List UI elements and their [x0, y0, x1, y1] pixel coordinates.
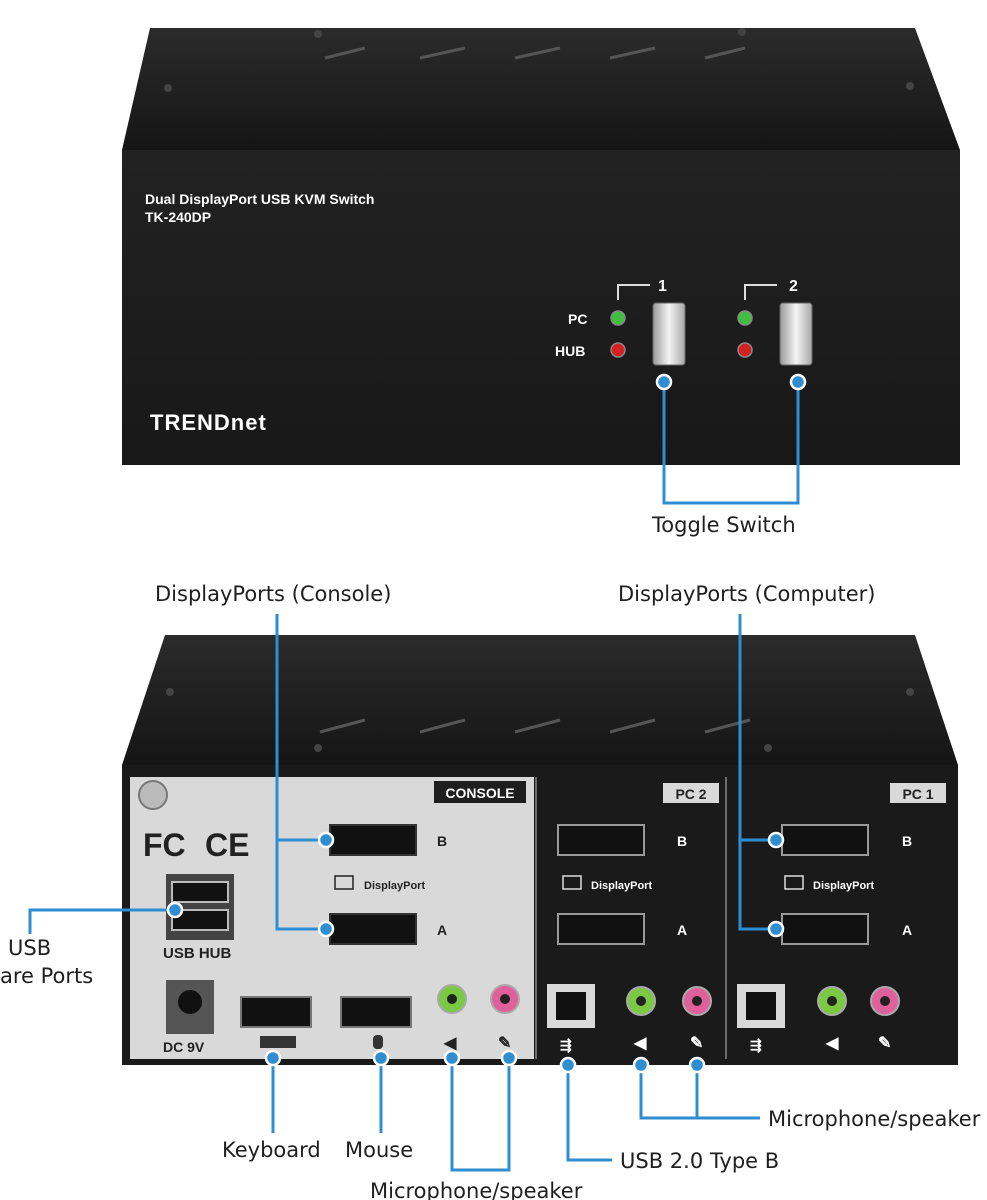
- front-unit-top: [122, 28, 960, 150]
- led-pc-label: PC: [568, 311, 587, 327]
- displayports-computer-label: DisplayPorts (Computer): [618, 582, 875, 606]
- pc1-mic-icon: ✎: [878, 1035, 891, 1052]
- pc2-label: PC 2: [675, 786, 706, 802]
- pc1-port-b-label: B: [902, 833, 912, 849]
- product-name: Dual DisplayPort USB KVM Switch: [145, 191, 374, 207]
- mouse-label: Mouse: [345, 1138, 413, 1162]
- console-displayport-b[interactable]: [329, 824, 417, 856]
- microphone-speaker-console-label: Microphone/speaker: [370, 1179, 583, 1200]
- pc1-displayport-a[interactable]: [781, 913, 869, 945]
- keyboard-callout: Keyboard: [222, 1049, 321, 1162]
- pc2-port-a-label: A: [677, 922, 687, 938]
- usb-type-b-callout: USB 2.0 Type B: [559, 1056, 779, 1173]
- pc2-port-b-label: B: [677, 833, 687, 849]
- usb-share-label-line1: USB: [8, 936, 51, 960]
- console-port-a-label: A: [437, 922, 447, 938]
- pc2-label-box: [663, 783, 719, 803]
- model-number: TK-240DP: [145, 209, 211, 225]
- console-port-b-label: B: [437, 833, 447, 849]
- console-displayport-icon: [334, 875, 354, 890]
- pc1-label-box: [890, 783, 946, 803]
- mouse-port[interactable]: [340, 996, 412, 1028]
- front-screws: [164, 28, 914, 92]
- pc1-led-green: [610, 310, 626, 326]
- dc-power-jack[interactable]: [178, 990, 202, 1014]
- microphone-speaker-pc-label: Microphone/speaker: [768, 1107, 981, 1131]
- usb-hub-port-1[interactable]: [171, 881, 229, 903]
- usb-hub-label: USB HUB: [163, 945, 232, 962]
- pc1-usb-icon: ⇶: [750, 1037, 762, 1054]
- console-label: CONSOLE: [445, 785, 514, 801]
- keyboard-port[interactable]: [240, 996, 312, 1028]
- pc2-displayport-b[interactable]: [557, 824, 645, 856]
- pc2-usb-icon: ⇶: [560, 1037, 572, 1054]
- pc2-displayport-a[interactable]: [557, 913, 645, 945]
- pc1-usb-b-port[interactable]: [746, 992, 776, 1020]
- console-displayport-a[interactable]: [329, 913, 417, 945]
- ce-mark: CE: [205, 827, 249, 863]
- ground-screw-icon: [138, 780, 168, 810]
- brand-logo: TRENDnet: [150, 410, 267, 435]
- toggle-switch-2[interactable]: [779, 302, 813, 366]
- fcc-mark: FC: [143, 827, 186, 863]
- pc1-port-a-label: A: [902, 922, 912, 938]
- pc2-displayport-text: DisplayPort: [591, 880, 652, 892]
- displayports-computer-callout: DisplayPorts (Computer): [618, 582, 875, 938]
- usb-share-callout: USB are Ports: [0, 901, 184, 988]
- displayports-console-label: DisplayPorts (Console): [155, 582, 391, 606]
- channel-1-bracket: [617, 284, 650, 300]
- pc2-led-green: [737, 310, 753, 326]
- rear-screws: [166, 688, 914, 752]
- displayports-console-callout: DisplayPorts (Console): [155, 582, 391, 938]
- mouse-callout: Mouse: [345, 1049, 413, 1162]
- toggle-switch-callout: Toggle Switch: [651, 373, 807, 537]
- pc1-speaker-icon: ◀: [825, 1035, 839, 1052]
- toggle-switch-label: Toggle Switch: [651, 513, 796, 537]
- usb-hub-port-2[interactable]: [171, 909, 229, 931]
- led-hub-label: HUB: [555, 343, 585, 359]
- channel-2-bracket: [744, 284, 777, 300]
- pc2-usb-b-port[interactable]: [556, 992, 586, 1020]
- pc1-displayport-b[interactable]: [781, 824, 869, 856]
- front-vents: [324, 46, 746, 60]
- console-label-box: [434, 781, 526, 803]
- rear-unit-top: [122, 635, 958, 765]
- front-unit: Dual DisplayPort USB KVM Switch TK-240DP…: [122, 28, 960, 465]
- pc1-label: PC 1: [902, 786, 933, 802]
- dc-label: DC 9V: [163, 1039, 205, 1055]
- usb-type-b-label: USB 2.0 Type B: [620, 1149, 779, 1173]
- pc1-displayport-text: DisplayPort: [813, 880, 874, 892]
- channel-1-number: 1: [658, 278, 667, 295]
- pc2-speaker-icon: ◀: [633, 1035, 647, 1052]
- console-displayport-text: DisplayPort: [364, 880, 425, 892]
- speaker-icon: ◀: [443, 1035, 457, 1052]
- keyboard-label: Keyboard: [222, 1138, 321, 1162]
- console-audio-callout: Microphone/speaker: [370, 1049, 583, 1200]
- hub1-led-red: [610, 342, 626, 358]
- pc2-mic-icon: ✎: [690, 1035, 703, 1052]
- hub2-led-red: [737, 342, 753, 358]
- usb-share-label-line2: are Ports: [0, 964, 93, 988]
- pc-audio-callout: Microphone/speaker: [632, 1056, 981, 1131]
- mic-icon: ✎: [498, 1035, 511, 1052]
- mouse-icon: [373, 1035, 383, 1049]
- pc1-displayport-icon: [784, 875, 804, 890]
- front-panel: [122, 150, 960, 465]
- pc2-displayport-icon: [562, 875, 582, 890]
- rear-vents: [319, 718, 751, 734]
- toggle-switch-1[interactable]: [652, 302, 686, 366]
- keyboard-icon: [260, 1036, 296, 1048]
- rear-unit: CONSOLE FC CE USB HUB B DisplayPort A DC…: [122, 635, 958, 1065]
- channel-2-number: 2: [789, 278, 798, 295]
